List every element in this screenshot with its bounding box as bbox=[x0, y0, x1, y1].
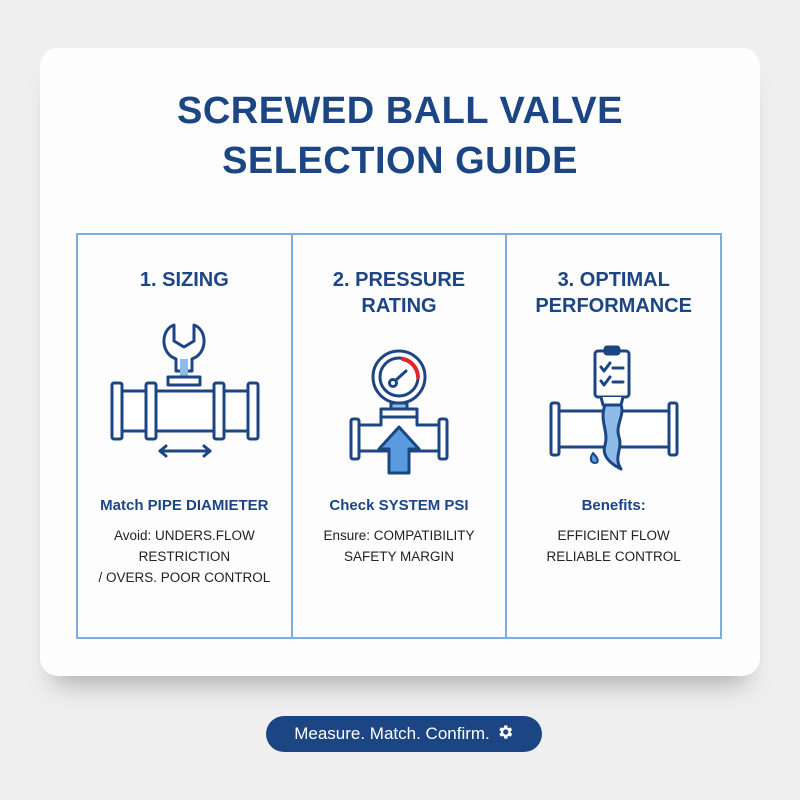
title-line-1: SCREWED BALL VALVE bbox=[176, 90, 624, 132]
body-line-2: / OVERS. POOR CONTROL bbox=[98, 570, 271, 585]
heading-line-1: 2. PRESSURE bbox=[332, 269, 466, 291]
guide-card: SCREWED BALL VALVE SELECTION GUIDE 1. SI… bbox=[40, 48, 760, 676]
heading-line-1: 3. OPTIMAL bbox=[557, 269, 670, 291]
panel-optimal-performance: 3. OPTIMAL PERFORMANCE Benefits: bbox=[505, 235, 720, 637]
panel-subhead: Benefits: bbox=[581, 497, 646, 514]
gear-icon bbox=[496, 723, 514, 746]
panel-heading: 2. PRESSURE RATING bbox=[293, 267, 506, 319]
page-title: SCREWED BALL VALVE SELECTION GUIDE bbox=[40, 86, 760, 186]
wrench-pipe-icon bbox=[78, 319, 291, 469]
panel-heading: 1. SIZING bbox=[78, 267, 291, 293]
heading-line-1: 1. SIZING bbox=[139, 269, 229, 291]
panel-subhead: Match PIPE DIAMIETER bbox=[100, 497, 269, 514]
panel-subhead: Check SYSTEM PSI bbox=[329, 497, 469, 514]
panel-body: Avoid: UNDERS.FLOW RESTRICTION / OVERS. … bbox=[78, 525, 291, 588]
panel-sizing: 1. SIZING bbox=[78, 235, 291, 637]
clipboard-flow-icon bbox=[507, 345, 720, 495]
heading-line-2: RATING bbox=[361, 295, 437, 317]
panel-pressure-rating: 2. PRESSURE RATING Check S bbox=[290, 235, 506, 637]
body-line-1: EFFICIENT FLOW bbox=[557, 528, 670, 543]
title-line-2: SELECTION GUIDE bbox=[222, 140, 578, 182]
panel-body: EFFICIENT FLOW RELIABLE CONTROL bbox=[507, 525, 720, 567]
tagline-text: Measure. Match. Confirm. bbox=[294, 724, 490, 743]
panel-heading: 3. OPTIMAL PERFORMANCE bbox=[507, 267, 720, 319]
tagline-badge: Measure. Match. Confirm. bbox=[266, 716, 542, 752]
panel-body: Ensure: COMPATIBILITY SAFETY MARGIN bbox=[293, 525, 506, 567]
heading-line-2: PERFORMANCE bbox=[535, 295, 693, 317]
pressure-gauge-icon bbox=[293, 347, 506, 497]
body-line-2: RELIABLE CONTROL bbox=[546, 549, 681, 564]
body-line-1: Ensure: COMPATIBILITY bbox=[323, 528, 475, 543]
body-line-1: Avoid: UNDERS.FLOW RESTRICTION bbox=[113, 528, 255, 564]
body-line-2: SAFETY MARGIN bbox=[343, 549, 455, 564]
steps-panels: 1. SIZING bbox=[76, 233, 722, 639]
